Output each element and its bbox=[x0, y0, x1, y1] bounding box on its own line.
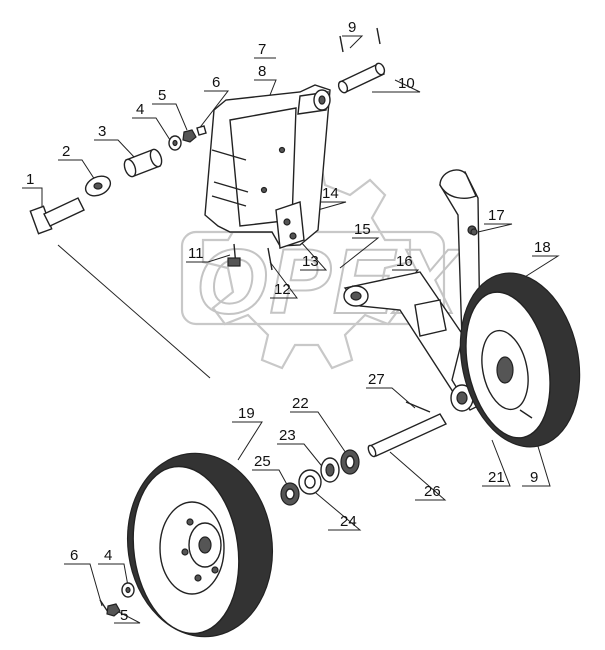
callout-labels: 1 2 3 4 5 6 7 8 9 10 11 12 13 14 15 16 1… bbox=[26, 19, 551, 624]
callout-25: 25 bbox=[254, 453, 271, 470]
callout-9: 9 bbox=[348, 19, 356, 36]
callout-5: 5 bbox=[158, 87, 166, 104]
grease-fitting-part-17 bbox=[470, 228, 478, 236]
callout-15: 15 bbox=[354, 221, 371, 238]
cotter-pin-part-6 bbox=[196, 125, 207, 136]
callout-17: 17 bbox=[488, 207, 505, 224]
bearing-part-23 bbox=[320, 457, 340, 483]
wheel-part-19 bbox=[126, 452, 274, 638]
pin-part-27 bbox=[405, 401, 431, 413]
callout-23: 23 bbox=[279, 427, 296, 444]
callout-11: 11 bbox=[188, 245, 204, 262]
bolt-part-7 bbox=[211, 149, 249, 207]
callout-27: 27 bbox=[368, 371, 385, 388]
axle-pin-part-1 bbox=[29, 197, 85, 235]
bushing-part-3 bbox=[123, 148, 163, 178]
callout-9-lower: 9 bbox=[530, 469, 538, 486]
washer-part-4 bbox=[168, 135, 182, 151]
cotter-pin-part-9-lower bbox=[519, 409, 533, 419]
callout-22: 22 bbox=[292, 395, 309, 412]
callout-7: 7 bbox=[258, 41, 266, 58]
pin-part-12 bbox=[267, 247, 273, 271]
washer-part-4-lower bbox=[121, 582, 135, 598]
caster-arm-part-15 bbox=[343, 271, 481, 401]
bolt-part-11 bbox=[227, 243, 241, 267]
nut-part-5-lower bbox=[106, 603, 121, 617]
callout-3: 3 bbox=[98, 123, 106, 140]
callout-4-lower: 4 bbox=[104, 547, 112, 564]
caster-bracket-part-16 bbox=[414, 299, 447, 337]
bearing-part-25 bbox=[280, 482, 300, 506]
watermark-gear-icon bbox=[201, 158, 412, 370]
axle-part-26 bbox=[367, 413, 448, 458]
nut-part-5 bbox=[182, 129, 197, 143]
callout-5-lower: 5 bbox=[120, 607, 128, 624]
callout-10: 10 bbox=[398, 75, 415, 92]
callout-6-lower: 6 bbox=[70, 547, 78, 564]
callout-8: 8 bbox=[258, 63, 266, 80]
callout-24: 24 bbox=[340, 513, 357, 530]
callout-1: 1 bbox=[26, 171, 34, 188]
callout-19: 19 bbox=[238, 405, 255, 422]
callout-26: 26 bbox=[424, 483, 441, 500]
shaft-part-10 bbox=[337, 62, 386, 94]
leader-lines bbox=[22, 35, 560, 624]
mounting-bracket bbox=[204, 84, 331, 247]
seal-part-22 bbox=[340, 449, 360, 475]
callout-14: 14 bbox=[322, 185, 339, 202]
callout-18: 18 bbox=[534, 239, 551, 256]
bracket-plate-part-14 bbox=[275, 201, 305, 249]
cotter-pin-part-9-top bbox=[339, 27, 381, 53]
cotter-pin-part-6-lower bbox=[99, 599, 109, 613]
callout-6: 6 bbox=[212, 74, 220, 91]
callout-12: 12 bbox=[274, 281, 291, 298]
callout-16: 16 bbox=[396, 253, 413, 270]
wheel-part-18 bbox=[459, 272, 581, 448]
washer-part-24 bbox=[298, 469, 322, 495]
callout-21: 21 bbox=[488, 469, 505, 486]
flange-part-2 bbox=[84, 175, 112, 197]
callout-4: 4 bbox=[136, 101, 144, 118]
callout-13: 13 bbox=[302, 253, 319, 270]
callout-2: 2 bbox=[62, 143, 70, 160]
